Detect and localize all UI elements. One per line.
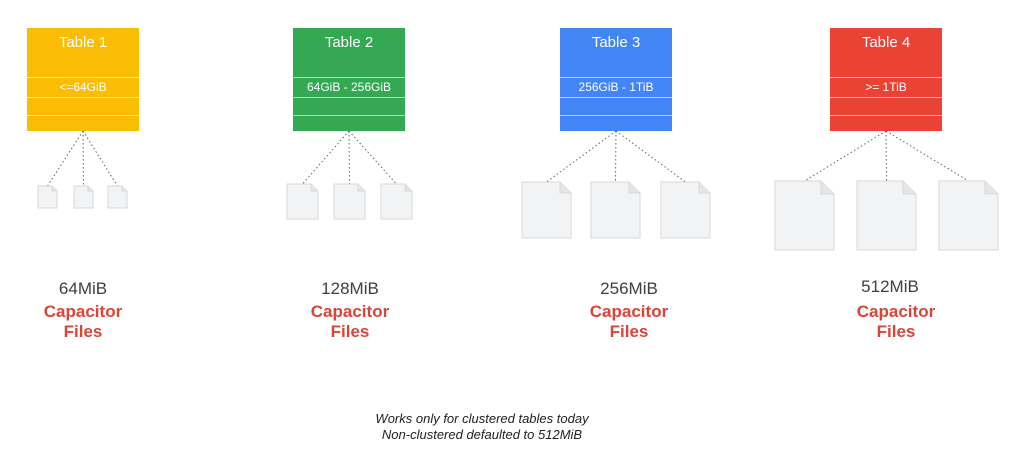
file-icon	[333, 183, 366, 220]
table-title: Table 4	[861, 34, 911, 51]
connector-line	[546, 130, 617, 183]
file-size-label: 64MiB	[58, 279, 108, 298]
connector-line	[348, 130, 350, 185]
table-size-range: <=64GiB	[59, 80, 107, 94]
file-icon	[774, 180, 835, 251]
table-title: Table 2	[324, 34, 374, 51]
table-title: Table 3	[591, 34, 641, 51]
footnote-line-1: Works only for clustered tables today	[375, 411, 589, 426]
table-2-box: Table 2 64GiB - 256GiB	[293, 28, 405, 131]
connector-line	[885, 130, 887, 182]
table-1-box: Table 1 <=64GiB	[27, 28, 139, 131]
file-icon	[37, 185, 58, 209]
table-size-range: >= 1TiB	[865, 80, 907, 94]
table-title: Table 1	[58, 34, 108, 51]
file-size-label: 128MiB	[321, 279, 379, 298]
file-icon	[856, 180, 917, 251]
connector-line	[804, 130, 887, 182]
file-icon	[660, 181, 711, 239]
table-size-range: 64GiB - 256GiB	[306, 80, 392, 94]
table-3-box: Table 3 256GiB - 1TiB	[560, 28, 672, 131]
file-icon	[286, 183, 319, 220]
connector-line	[47, 130, 84, 187]
file-size-label: 512MiB	[861, 277, 919, 296]
capacitor-files-label: Capacitor Files	[43, 302, 123, 341]
capacitor-files-label: Capacitor Files	[310, 302, 390, 341]
connector-line	[82, 130, 84, 187]
file-icon	[73, 185, 94, 209]
table-4-box: Table 4 >= 1TiB	[830, 28, 942, 131]
footnote: Works only for clustered tables today No…	[312, 411, 652, 443]
file-icon	[107, 185, 128, 209]
file-icon	[590, 181, 641, 239]
file-icon	[521, 181, 572, 239]
file-icon	[380, 183, 413, 220]
capacitor-files-label: Capacitor Files	[856, 302, 936, 341]
capacitor-files-label: Capacitor Files	[589, 302, 669, 341]
connector-line	[82, 130, 118, 187]
connector-line	[348, 130, 397, 185]
connector-line	[615, 130, 686, 183]
table-size-range: 256GiB - 1TiB	[578, 80, 654, 94]
file-icon	[938, 180, 999, 251]
footnote-line-2: Non-clustered defaulted to 512MiB	[381, 427, 583, 442]
connector-line	[302, 130, 350, 185]
connector-line	[615, 130, 617, 183]
connector-line	[885, 130, 969, 182]
file-size-label: 256MiB	[600, 279, 658, 298]
